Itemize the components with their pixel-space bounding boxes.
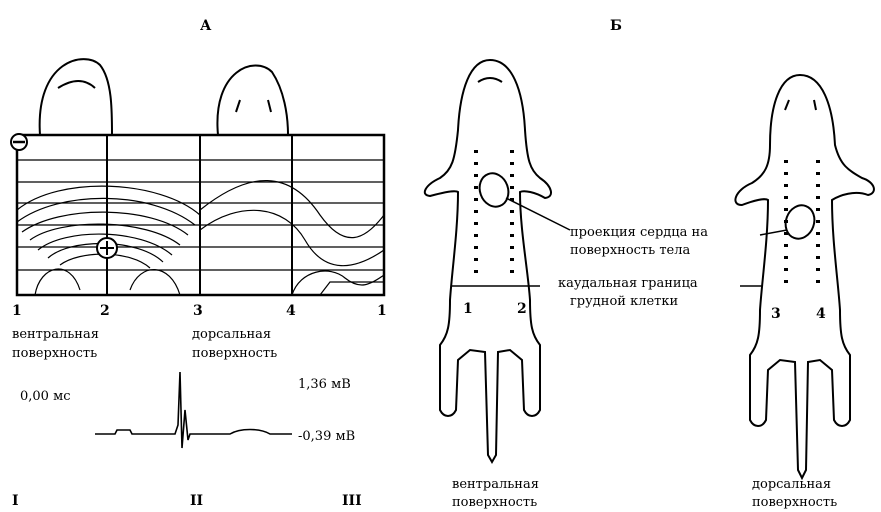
heart-projection-leader-dorsal bbox=[760, 230, 787, 235]
ventral-rat-outline bbox=[425, 60, 551, 462]
dorsal-rat-outline bbox=[735, 75, 874, 478]
map-lead-number: 1 bbox=[377, 303, 387, 319]
map-lead-number: 2 bbox=[100, 303, 110, 319]
ventral-lead-number: 1 bbox=[463, 301, 473, 317]
heart-projection-label: поверхность тела bbox=[570, 243, 690, 258]
ventral-surface-label: поверхность bbox=[12, 346, 97, 361]
dorsal-lead-number: 3 bbox=[771, 306, 781, 322]
ventral-heart-projection bbox=[475, 169, 513, 211]
dorsal-surface-caption: дорсальная bbox=[752, 477, 831, 492]
lead-label: I bbox=[12, 493, 19, 509]
ventral-surface-caption: вентральная bbox=[452, 477, 539, 492]
dorsal-electrode-lines bbox=[786, 160, 818, 285]
ventral-surface-label: вентральная bbox=[12, 327, 99, 342]
ventral-surface-caption: поверхность bbox=[452, 495, 537, 510]
lead-label: III bbox=[342, 493, 362, 509]
ecg-waveform bbox=[95, 372, 292, 448]
panel-b-title: Б bbox=[610, 18, 622, 34]
dorsal-rat-eye-right bbox=[814, 100, 816, 110]
heart-projection-label: проекция сердца на bbox=[570, 225, 708, 240]
dorsal-rat-eye-left bbox=[785, 100, 789, 110]
dorsal-surface-caption: поверхность bbox=[752, 495, 837, 510]
dorsal-head-outline bbox=[217, 66, 288, 135]
ventral-electrode-lines bbox=[476, 150, 512, 275]
isopotential-map bbox=[11, 134, 384, 295]
dorsal-head-eye-right bbox=[268, 100, 271, 112]
panel-a-title: А bbox=[200, 18, 212, 34]
heart-projection-leader bbox=[506, 198, 570, 230]
ventral-lead-number: 2 bbox=[517, 301, 527, 317]
caudal-border-label: каудальная граница bbox=[558, 276, 698, 291]
map-lead-number: 4 bbox=[286, 303, 296, 319]
ventral-head-outline bbox=[40, 59, 112, 135]
dorsal-head-eye-left bbox=[236, 100, 240, 112]
time-readout: 0,00 мс bbox=[20, 389, 70, 404]
min-voltage-readout: -0,39 мВ bbox=[298, 429, 355, 444]
map-lead-number: 3 bbox=[193, 303, 203, 319]
ventral-rat-mouth bbox=[478, 78, 502, 82]
dorsal-surface-label: поверхность bbox=[192, 346, 277, 361]
caudal-border-label: грудной клетки bbox=[570, 294, 678, 309]
dorsal-lead-number: 4 bbox=[816, 306, 826, 322]
lead-label: II bbox=[190, 493, 203, 509]
dorsal-surface-label: дорсальная bbox=[192, 327, 271, 342]
map-lead-number: 1 bbox=[12, 303, 22, 319]
max-voltage-readout: 1,36 мВ bbox=[298, 377, 351, 392]
ventral-head-mouth bbox=[58, 81, 95, 88]
